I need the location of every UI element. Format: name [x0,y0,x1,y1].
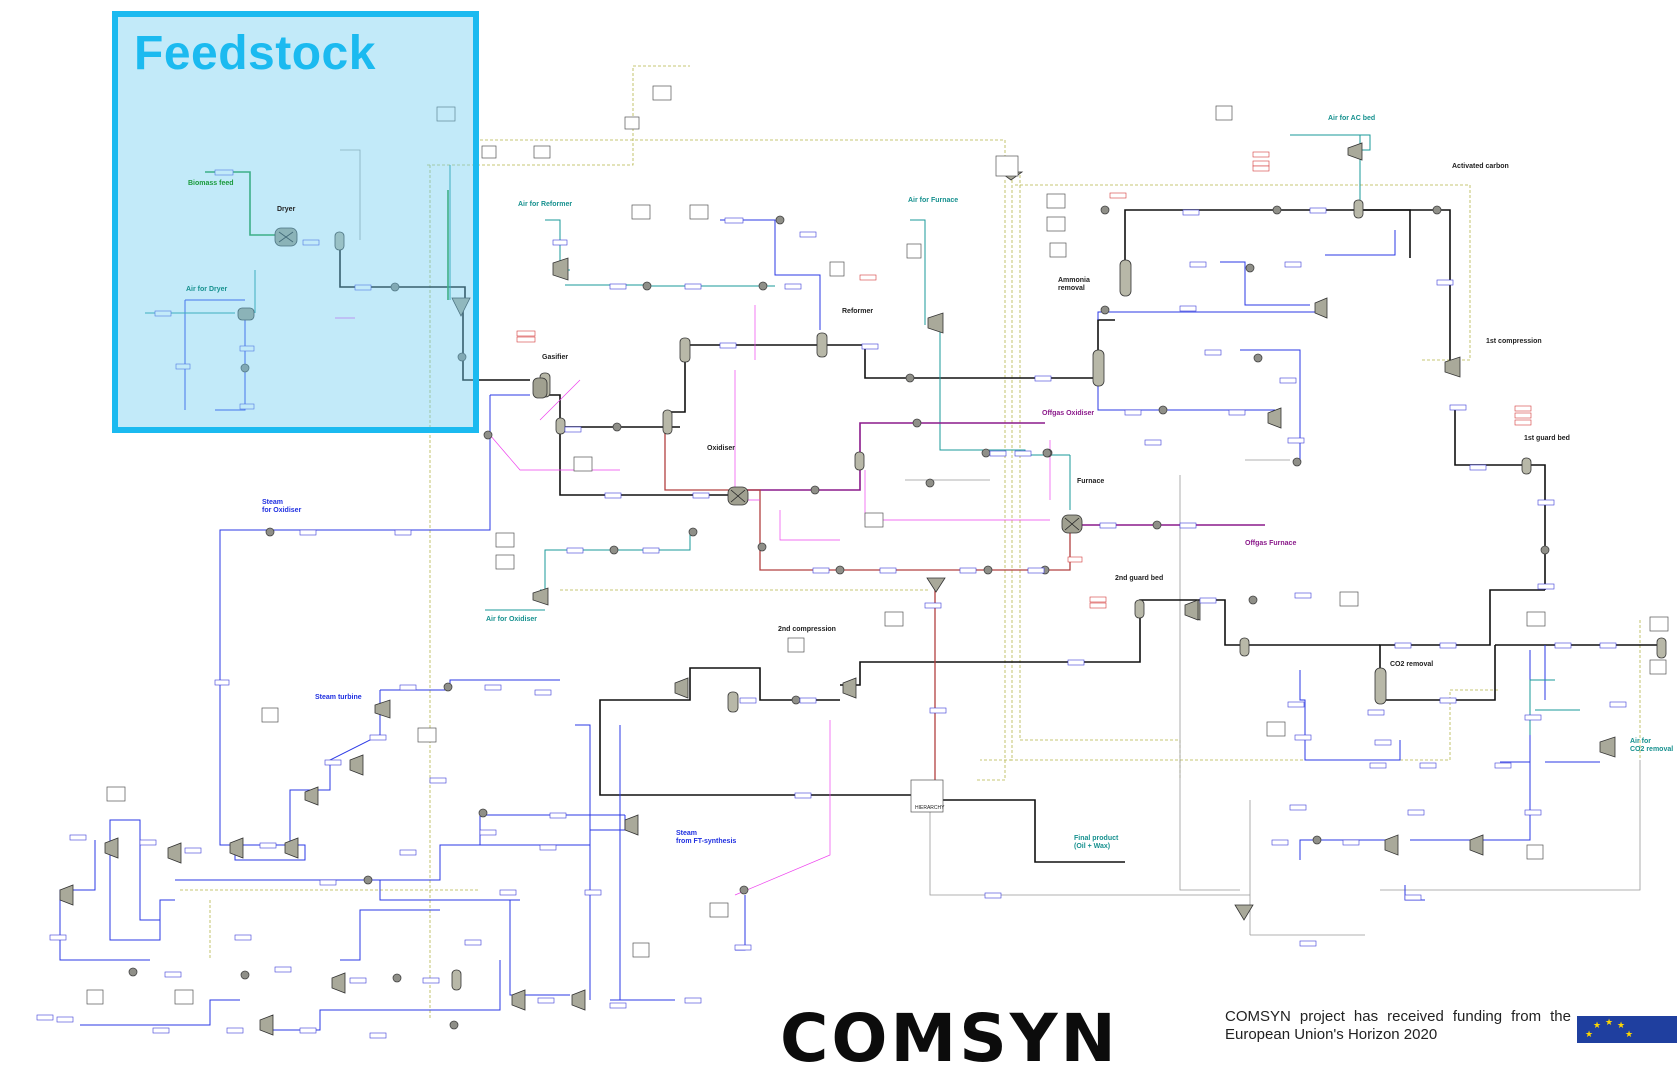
label-steam-for-oxidiser-1: Steam [262,499,283,507]
gas-streams [340,210,1660,862]
label-steam-from-ft-1: Steam [676,830,697,838]
label-reformer: Reformer [842,308,873,316]
label-air-for-furnace: Air for Furnace [908,197,958,205]
label-air-for-reformer: Air for Reformer [518,201,572,209]
separators [452,172,1253,920]
label-ammonia-removal-1: Ammonia [1058,277,1090,285]
label-offgas-oxidiser: Offgas Oxidiser [1042,410,1094,418]
label-furnace: Furnace [1077,478,1104,486]
label-gasifier: Gasifier [542,354,568,362]
label-dryer: Dryer [277,206,295,214]
label-activated-carbon: Activated carbon [1452,163,1509,171]
feedstock-title: Feedstock [134,26,376,81]
label-final-product-2: (Oil + Wax) [1074,843,1110,851]
label-steam-for-oxidiser-2: for Oxidiser [262,507,301,515]
red-tags [517,152,1531,608]
label-air-for-dryer: Air for Dryer [186,286,227,294]
label-steam-from-ft-2: from FT-synthesis [676,838,736,846]
hierarchy-block-label: HIERARCHY [915,804,944,812]
aux-streams [340,150,1640,935]
label-2nd-guard-bed: 2nd guard bed [1115,575,1163,583]
eu-flag-icon: ★★ ★★ ★ [1577,1016,1677,1043]
label-biomass-feed: Biomass feed [188,180,234,188]
label-1st-compression: 1st compression [1486,338,1542,346]
comsyn-logo: COMSYN [780,1006,1119,1072]
funding-statement: COMSYN project has received funding from… [1225,1008,1571,1044]
label-oxidiser: Oxidiser [707,445,735,453]
label-ammonia-removal-2: removal [1058,285,1085,293]
label-2nd-compression: 2nd compression [778,626,836,634]
hot-streams [665,412,1070,800]
label-1st-guard-bed: 1st guard bed [1524,435,1570,443]
label-air-for-ac-bed: Air for AC bed [1328,115,1375,123]
offgas-streams [745,423,1265,525]
label-steam-turbine: Steam turbine [315,694,362,702]
label-air-for-co2-removal-1: Air for [1630,738,1651,746]
label-offgas-furnace: Offgas Furnace [1245,540,1296,548]
label-air-for-co2-removal-2: CO2 removal [1630,746,1673,754]
label-final-product-1: Final product [1074,835,1118,843]
label-co2-removal: CO2 removal [1390,661,1433,669]
label-air-for-oxidiser: Air for Oxidiser [486,616,537,624]
